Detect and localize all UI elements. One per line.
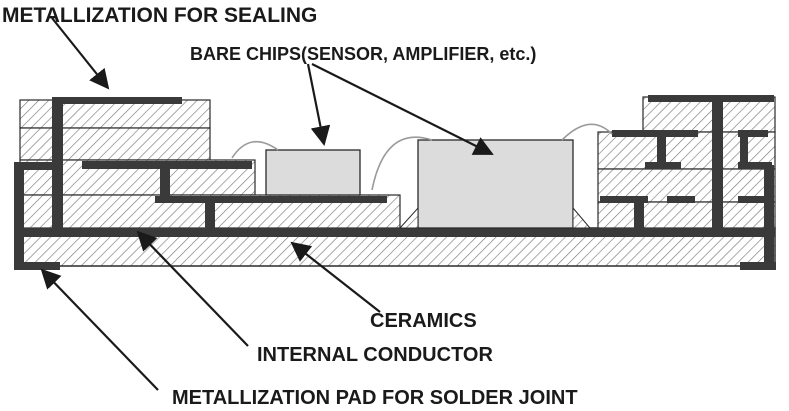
arrow-solder-pad [40,268,159,391]
internal-conductor-right [600,95,774,268]
die-attach-fillet-right [572,206,592,229]
label-internal-conductor: INTERNAL CONDUCTOR [257,344,493,366]
bond-wires [231,123,613,191]
arrow-chip-small [306,63,331,146]
label-bare-chips: BARE CHIPS(SENSOR, AMPLIFIER, etc.) [190,44,536,64]
arrow-ceramics [290,241,381,313]
arrow-chip-large [311,63,494,155]
label-metallization-sealing: METALLIZATION FOR SEALING [2,4,317,27]
arrow-sealing [51,17,110,90]
arrow-internal-conductor [136,230,249,347]
bare-chip-large [417,139,574,229]
die-attach-fillet-left [398,206,419,229]
leader-arrows [40,17,494,391]
label-ceramics: CERAMICS [370,310,477,332]
bare-chip-small [265,149,361,196]
internal-conductor-left [14,97,775,268]
solder-pad-left [14,262,60,270]
label-solder-pad: METALLIZATION PAD FOR SOLDER JOINT [172,387,578,409]
solder-pad-right [740,262,776,270]
